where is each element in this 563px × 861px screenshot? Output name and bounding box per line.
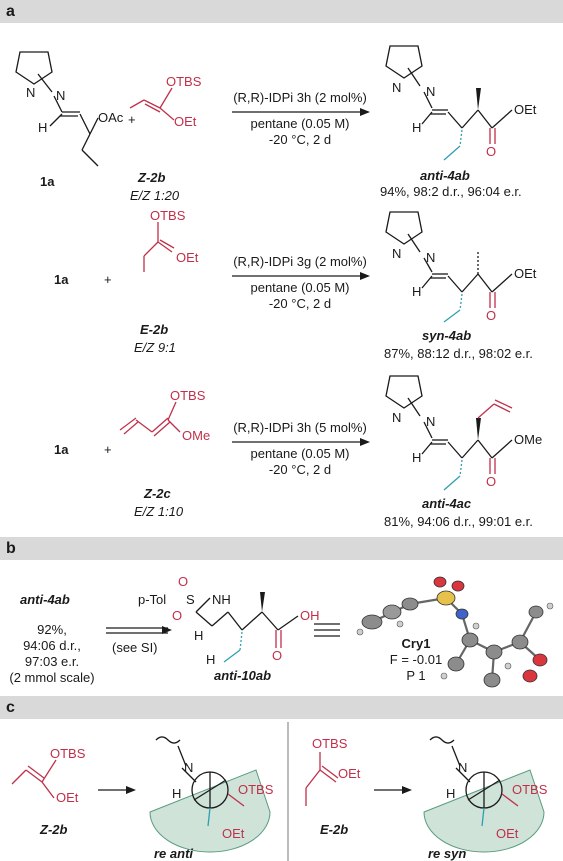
- solvent-text-1: pentane (0.05 M): [250, 116, 350, 131]
- conditions-text-2: -20 °C, 2 d: [268, 296, 332, 311]
- compound-label-z2b: Z-2b: [138, 170, 166, 185]
- scale-text-b: (2 mmol scale): [9, 670, 95, 685]
- group-otbs-z2c: OTBS: [170, 388, 206, 403]
- compound-label-syn-4ab: syn-4ab: [422, 328, 472, 343]
- group-otbs-z2b: OTBS: [166, 74, 202, 89]
- er-text-b: 97:03 e.r.: [24, 654, 80, 669]
- compound-label-1a: 1a: [40, 174, 55, 189]
- ratio-label-e2b: E/Z 9:1: [134, 340, 176, 355]
- dr-text-b: 94:06 d.r.,: [23, 638, 81, 653]
- result-text-2: 87%, 88:12 d.r., 98:02 e.r.: [384, 346, 533, 361]
- atom-h-c-left: H: [172, 786, 182, 801]
- group-oet-e2b: OEt: [176, 250, 199, 265]
- crystal-structure-image: [356, 576, 554, 688]
- atom-o-syn4ab: O: [486, 308, 497, 323]
- panel-c-label: c: [6, 699, 15, 716]
- pyrrolidine-ring-syn4ab: [385, 211, 423, 245]
- atom-n-syn4ab-ring: N: [392, 246, 402, 261]
- atom-o-10ab: O: [272, 648, 283, 663]
- solvent-text-3: pentane (0.05 M): [250, 446, 350, 461]
- atom-n-4ac-ring: N: [392, 410, 402, 425]
- group-ome-4ac: OMe: [514, 432, 543, 447]
- atom-n-syn4ab-imine: N: [426, 250, 436, 265]
- catalyst-text-3: (R,R)-IDPi 3h (5 mol%): [233, 420, 367, 435]
- compound-label-anti-4ab: anti-4ab: [420, 168, 470, 183]
- panel-a-label: a: [6, 3, 15, 20]
- panel-c-header: c: [0, 696, 563, 719]
- pyrrolidine-ring-4ac: [385, 375, 423, 409]
- group-oet-z2b: OEt: [174, 114, 197, 129]
- compound-label-z2c: Z-2c: [144, 486, 171, 501]
- pyrrolidine-ring-1a: [15, 51, 53, 85]
- group-oet-c-left: OEt: [56, 790, 79, 805]
- panel-b-label: b: [6, 540, 16, 557]
- atom-h-4ac: H: [412, 450, 422, 465]
- flack-parameter: F = -0.01: [389, 652, 443, 667]
- compound-label-e2b: E-2b: [140, 322, 169, 337]
- atom-h-4ab: H: [412, 120, 422, 135]
- group-oet-ts-left: OEt: [222, 826, 245, 841]
- panel-a-header: a: [0, 0, 563, 23]
- atom-n-4ab-imine: N: [426, 84, 436, 99]
- compound-label-anti-10ab: anti-10ab: [214, 668, 272, 683]
- group-oet-c-right: OEt: [338, 766, 361, 781]
- group-oet-4ab: OEt: [514, 102, 537, 117]
- atom-n-4ab-ring: N: [392, 80, 402, 95]
- atom-o-4ac: O: [486, 474, 497, 489]
- atom-nh: NH: [212, 592, 231, 607]
- model-label-re-anti: re anti: [154, 846, 194, 861]
- solvent-text-2: pentane (0.05 M): [250, 280, 350, 295]
- plus-sign-1: +: [128, 112, 136, 127]
- result-text-1: 94%, 98:2 d.r., 96:04 e.r.: [380, 184, 522, 199]
- result-text-3: 81%, 94:06 d.r., 99:01 e.r.: [384, 514, 533, 529]
- conditions-text-3: -20 °C, 2 d: [268, 462, 332, 477]
- plus-sign-2: +: [104, 272, 112, 287]
- group-oet-syn4ab: OEt: [514, 266, 537, 281]
- arrow-note-b: (see SI): [112, 640, 158, 655]
- pyrrolidine-ring-4ab: [385, 45, 423, 79]
- atom-n-1a-ring: N: [26, 85, 36, 100]
- model-label-re-syn: re syn: [428, 846, 467, 861]
- atom-n-1a-imine: N: [56, 88, 66, 103]
- group-otbs-c-left: OTBS: [50, 746, 86, 761]
- atom-h-10ab-1: H: [194, 628, 204, 643]
- group-oh: OH: [300, 608, 320, 623]
- atom-n-c-left: N: [184, 760, 194, 775]
- group-oac: OAc: [98, 110, 124, 125]
- atom-h-1a: H: [38, 120, 48, 135]
- compound-label-anti-4ac: anti-4ac: [422, 496, 472, 511]
- plus-sign-3: +: [104, 442, 112, 457]
- space-group: P 1: [406, 668, 426, 683]
- group-otbs-c-right: OTBS: [312, 736, 348, 751]
- group-ptol: p-Tol: [138, 592, 167, 607]
- group-otbs-e2b: OTBS: [150, 208, 186, 223]
- atom-o-sulfonyl-1: O: [178, 574, 189, 589]
- reagent-label-c-right: E-2b: [320, 822, 349, 837]
- atom-h-10ab-2: H: [206, 652, 216, 667]
- ratio-label-z2c: E/Z 1:10: [134, 504, 184, 519]
- group-ome-z2c: OMe: [182, 428, 211, 443]
- conditions-text-1: -20 °C, 2 d: [268, 132, 332, 147]
- group-oet-ts-right: OEt: [496, 826, 519, 841]
- atom-h-syn4ab: H: [412, 284, 422, 299]
- atom-s: S: [186, 592, 195, 607]
- atom-n-c-right: N: [458, 760, 468, 775]
- group-otbs-ts-right: OTBS: [512, 782, 548, 797]
- atom-o-4ab: O: [486, 144, 497, 159]
- group-otbs-ts-left: OTBS: [238, 782, 274, 797]
- ratio-label-z2b: E/Z 1:20: [130, 188, 180, 203]
- atom-o-sulfonyl-2: O: [172, 608, 183, 623]
- catalyst-text-2: (R,R)-IDPi 3g (2 mol%): [233, 254, 367, 269]
- panel-b-header: b: [0, 537, 563, 560]
- atom-n-4ac-imine: N: [426, 414, 436, 429]
- catalyst-text-1: (R,R)-IDPi 3h (2 mol%): [233, 90, 367, 105]
- reactant-label-3: 1a: [54, 442, 69, 457]
- reactant-label-2: 1a: [54, 272, 69, 287]
- yield-text-b: 92%,: [37, 622, 67, 637]
- reagent-label-c-left: Z-2b: [40, 822, 68, 837]
- crystal-label: Cry1: [401, 636, 431, 651]
- atom-h-c-right: H: [446, 786, 456, 801]
- start-label-anti-4ab: anti-4ab: [20, 592, 70, 607]
